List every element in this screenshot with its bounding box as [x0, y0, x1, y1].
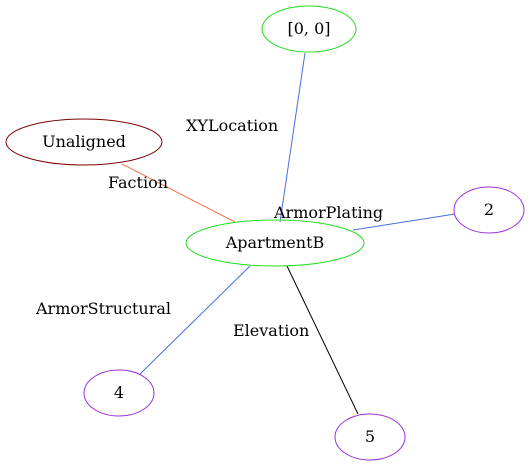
edge-label-armorstructural: ArmorStructural: [35, 299, 171, 318]
edge-faction: [121, 163, 236, 223]
edge-xylocation: [279, 52, 306, 223]
node-2-label: 2: [484, 200, 494, 219]
node-apartment[interactable]: ApartmentB: [185, 219, 365, 267]
node-4-label: 4: [114, 383, 124, 402]
node-4-shape: [83, 369, 155, 417]
node-xy-location-shape: [261, 5, 357, 53]
node-2[interactable]: 2: [453, 186, 525, 234]
edge-label-xylocation: XYLocation: [186, 116, 278, 135]
node-apartment-label: ApartmentB: [225, 233, 325, 252]
node-unaligned[interactable]: Unaligned: [5, 118, 163, 166]
edge-armorplating: [352, 213, 456, 231]
node-2-shape: [453, 186, 525, 234]
node-5-label: 5: [365, 427, 375, 446]
edge-elevation: [286, 265, 359, 415]
node-apartment-shape: [185, 219, 365, 267]
node-5[interactable]: 5: [334, 413, 406, 461]
node-5-shape: [334, 413, 406, 461]
edge-armorstructural: [139, 265, 251, 375]
node-unaligned-label: Unaligned: [42, 132, 126, 151]
edge-label-elevation: Elevation: [233, 321, 309, 340]
node-4[interactable]: 4: [83, 369, 155, 417]
edge-label-faction: Faction: [108, 173, 168, 192]
node-xy-location-label: [0, 0]: [287, 19, 330, 38]
edge-label-armorplating: ArmorPlating: [273, 203, 383, 222]
node-unaligned-shape: [5, 118, 163, 166]
node-xy-location[interactable]: [0, 0]: [261, 5, 357, 53]
